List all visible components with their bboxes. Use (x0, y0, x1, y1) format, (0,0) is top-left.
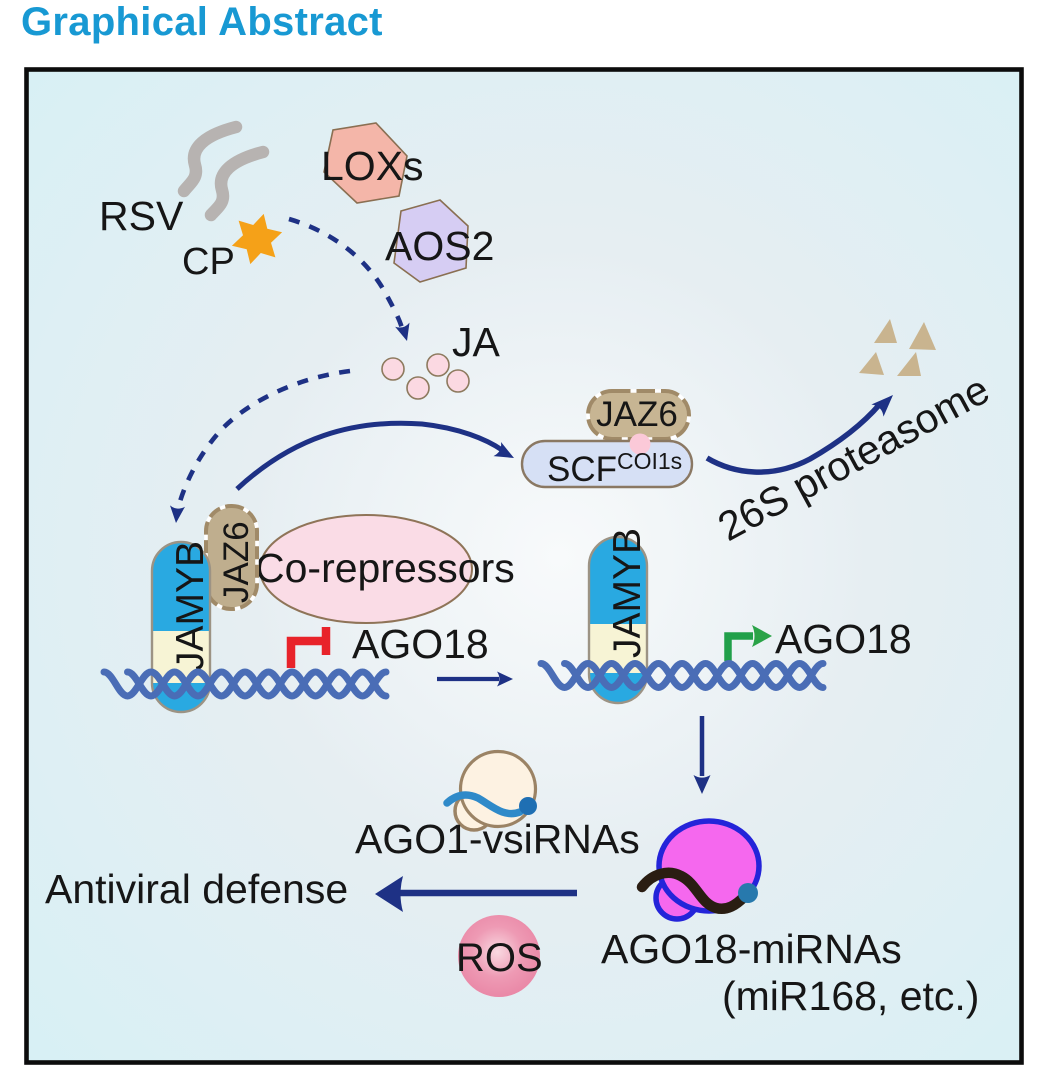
svg-text:AGO1-vsiRNAs: AGO1-vsiRNAs (355, 816, 640, 862)
svg-text:Antiviral defense: Antiviral defense (45, 866, 348, 912)
svg-text:COI1s: COI1s (617, 448, 682, 474)
svg-text:ROS: ROS (456, 936, 543, 980)
svg-text:Co-repressors: Co-repressors (255, 545, 515, 591)
svg-text:CP: CP (182, 241, 235, 283)
svg-text:Graphical Abstract: Graphical Abstract (21, 0, 383, 44)
svg-text:AGO18: AGO18 (352, 621, 489, 667)
svg-text:AGO18-miRNAs: AGO18-miRNAs (601, 926, 902, 972)
svg-text:AOS2: AOS2 (385, 223, 494, 269)
svg-text:AGO18: AGO18 (775, 616, 912, 662)
svg-text:JAZ6: JAZ6 (217, 521, 256, 603)
svg-text:JAMYB: JAMYB (606, 528, 649, 658)
svg-text:SCF: SCF (547, 450, 617, 489)
svg-text:(miR168, etc.): (miR168, etc.) (722, 973, 979, 1019)
svg-text:RSV: RSV (99, 193, 184, 239)
svg-text:JAZ6: JAZ6 (596, 395, 678, 434)
svg-text:LOXs: LOXs (321, 143, 424, 189)
svg-text:JA: JA (452, 319, 501, 365)
svg-text:JAMYB: JAMYB (169, 541, 212, 671)
